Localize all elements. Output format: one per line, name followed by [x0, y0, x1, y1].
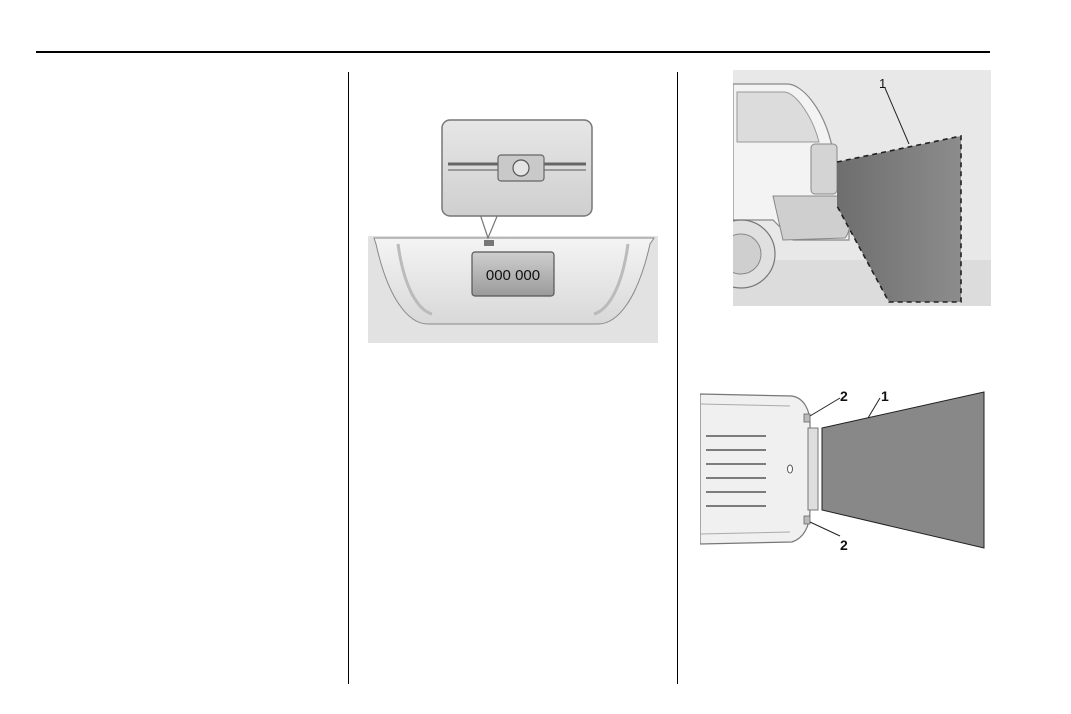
callout-1-label: 1: [881, 388, 889, 404]
vehicle-top-view: [700, 394, 810, 544]
camera-lens-icon: [513, 160, 529, 176]
column-divider-left: [348, 72, 349, 684]
camera-coverage-area: [822, 392, 984, 548]
tail-light: [811, 144, 837, 194]
rear-camera-top-view-figure: 2 2 1: [700, 384, 992, 556]
callout-1-label: 1: [879, 76, 886, 91]
rear-camera-side-view-figure: 1: [733, 70, 991, 306]
camera-marker: [484, 240, 494, 246]
column-divider-right: [677, 72, 678, 684]
callout-2-lower-label: 2: [840, 537, 848, 553]
callout-2-upper-label: 2: [840, 388, 848, 404]
license-plate-text: 000 000: [486, 267, 540, 284]
license-plate-camera-figure: 000 000: [368, 118, 658, 343]
rear-sensor-upper: [804, 414, 810, 422]
rear-sensor-lower: [804, 516, 810, 524]
header-rule: [36, 51, 990, 53]
